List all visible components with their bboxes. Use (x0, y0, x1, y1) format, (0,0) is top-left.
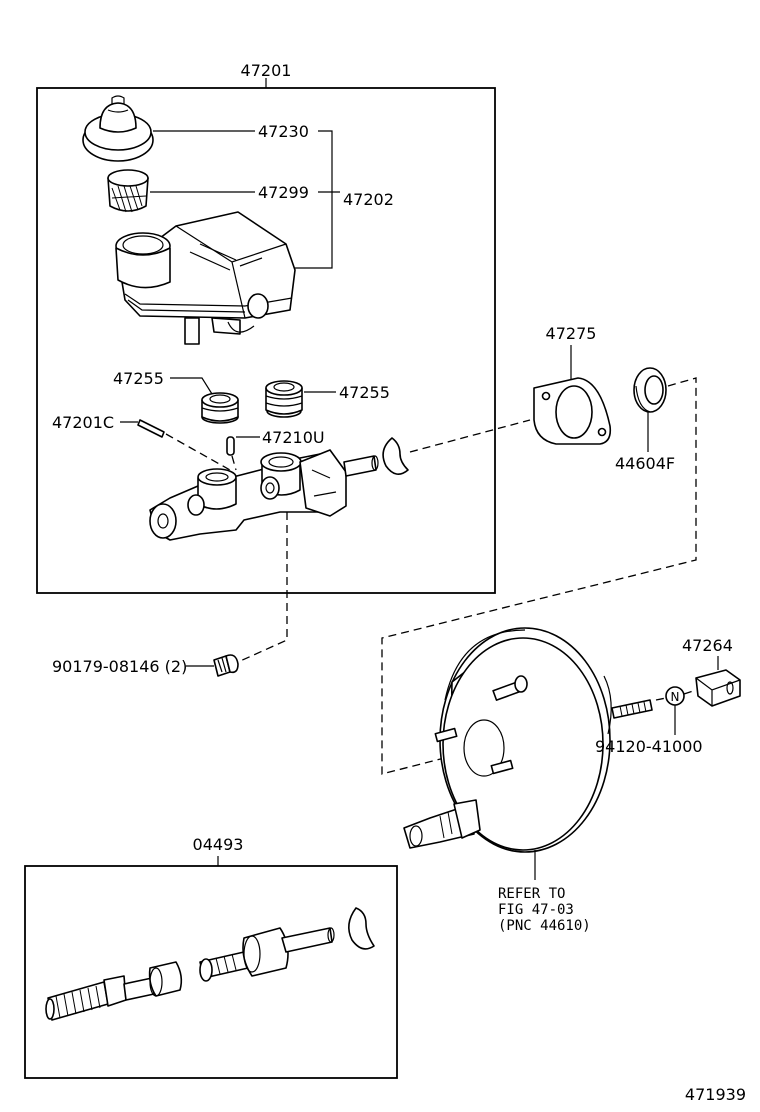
label-grommet-right: 47255 (339, 383, 390, 402)
label-cap: 47230 (258, 122, 309, 141)
gasket (533, 377, 612, 445)
label-assembly: 47201 (241, 61, 292, 80)
seal (633, 367, 667, 413)
bolt-dash (237, 512, 288, 663)
strainer (107, 169, 149, 213)
nut-dash-left (655, 697, 667, 701)
primary-piston (45, 961, 183, 1021)
bolt (213, 654, 239, 677)
label-stopper: 47210U (262, 428, 325, 447)
assembly-frame (36, 87, 496, 594)
grommet-left-leader (170, 377, 213, 395)
label-seal: 44604F (615, 454, 675, 473)
label-gasket: 47275 (546, 324, 597, 343)
label-pin: 47201C (52, 413, 114, 432)
valve (695, 669, 741, 707)
label-figure-number: 471939 (685, 1085, 746, 1104)
grommet-right (265, 380, 303, 418)
brake-booster (403, 627, 653, 853)
oring-kit (348, 907, 375, 950)
label-nut-symbol: N (671, 690, 680, 704)
stopper (226, 436, 235, 456)
pin (137, 419, 165, 438)
label-refer-line2: FIG 47-03 (498, 902, 574, 918)
label-grommet-left: 47255 (113, 369, 164, 388)
label-refer-line3: (PNC 44610) (498, 918, 591, 934)
label-nut: 94120-41000 (595, 737, 703, 756)
booster-dash (381, 377, 697, 775)
pin-dash (165, 433, 231, 471)
nut-dash-right (683, 689, 697, 695)
reservoir-cap (82, 95, 154, 162)
reservoir-bracket (290, 130, 340, 269)
label-strainer: 47299 (258, 183, 309, 202)
label-bolt: 90179-08146 (2) (52, 657, 187, 676)
secondary-piston (199, 927, 335, 982)
label-reservoir: 47202 (343, 190, 394, 209)
label-repair-kit: 04493 (193, 835, 244, 854)
oring-dash (409, 419, 531, 453)
reservoir-tank (115, 211, 296, 345)
label-refer-line1: REFER TO (498, 886, 565, 902)
repair-kit-frame (24, 865, 398, 1079)
oring-main (382, 437, 409, 475)
master-cylinder-body (149, 449, 379, 541)
label-valve: 47264 (682, 636, 733, 655)
grommet-left (201, 392, 239, 424)
stopper-dash (231, 455, 237, 471)
